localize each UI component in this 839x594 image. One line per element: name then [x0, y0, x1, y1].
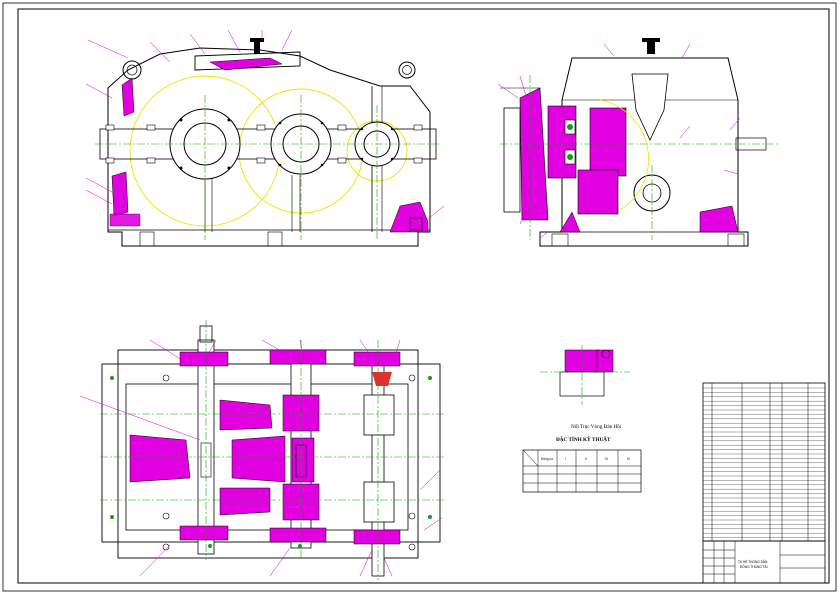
title-block: TK HỆ THỐNG DẪN ĐỘNG THÙNG TẢI	[702, 540, 826, 584]
leader-line	[383, 557, 393, 577]
leader-line	[729, 117, 741, 131]
project-title-line1: TK HỆ THỐNG DẪN	[738, 559, 768, 564]
leader-line	[87, 39, 129, 59]
leader-line	[679, 125, 691, 139]
leader-line	[419, 469, 441, 491]
leader-line	[85, 177, 113, 193]
leader-line	[299, 339, 305, 361]
front-view	[95, 38, 440, 247]
leader-line	[261, 339, 291, 357]
leader-line	[189, 33, 206, 55]
leader-line	[423, 205, 445, 223]
top-section-view	[100, 320, 445, 580]
leader-line	[393, 339, 401, 361]
leader-line	[603, 43, 615, 57]
leader-line	[205, 339, 217, 359]
coupling-detail: Nối Trục Vòng Đàn Hồi	[540, 345, 630, 430]
leader-lines	[79, 29, 741, 577]
spec-header-2: II	[585, 457, 587, 461]
sheet-inner-frame	[17, 8, 830, 584]
project-title-line2: ĐỘNG THÙNG TẢI	[740, 564, 768, 569]
leader-line	[149, 41, 171, 63]
spec-header-4: IV	[627, 457, 631, 461]
spec-table: ĐẶC TÍNH KỸ THUẬT Động cơ I II III IV	[522, 435, 642, 493]
side-view	[500, 38, 780, 247]
leader-line	[85, 189, 113, 205]
leader-line	[539, 231, 549, 239]
leader-line	[139, 544, 171, 577]
leader-line	[269, 547, 291, 577]
leader-line	[423, 517, 443, 531]
leader-line	[79, 395, 201, 441]
leader-line	[359, 339, 373, 359]
leader-line	[281, 29, 293, 51]
coupling-caption: Nối Trục Vòng Đàn Hồi	[571, 423, 622, 430]
leader-line	[359, 549, 373, 577]
leader-line	[227, 29, 241, 53]
leader-line	[723, 169, 739, 175]
leader-line	[681, 43, 691, 59]
spec-header-3: III	[605, 457, 608, 461]
spec-header-1: I	[565, 457, 566, 461]
parts-list	[702, 382, 826, 542]
leader-line	[519, 209, 527, 225]
spec-header-motor: Động cơ	[541, 457, 553, 461]
leader-line	[519, 75, 527, 97]
leader-line	[497, 83, 519, 99]
leader-line	[149, 339, 183, 361]
leader-line	[85, 83, 113, 99]
spec-title: ĐẶC TÍNH KỸ THUẬT	[556, 435, 611, 443]
